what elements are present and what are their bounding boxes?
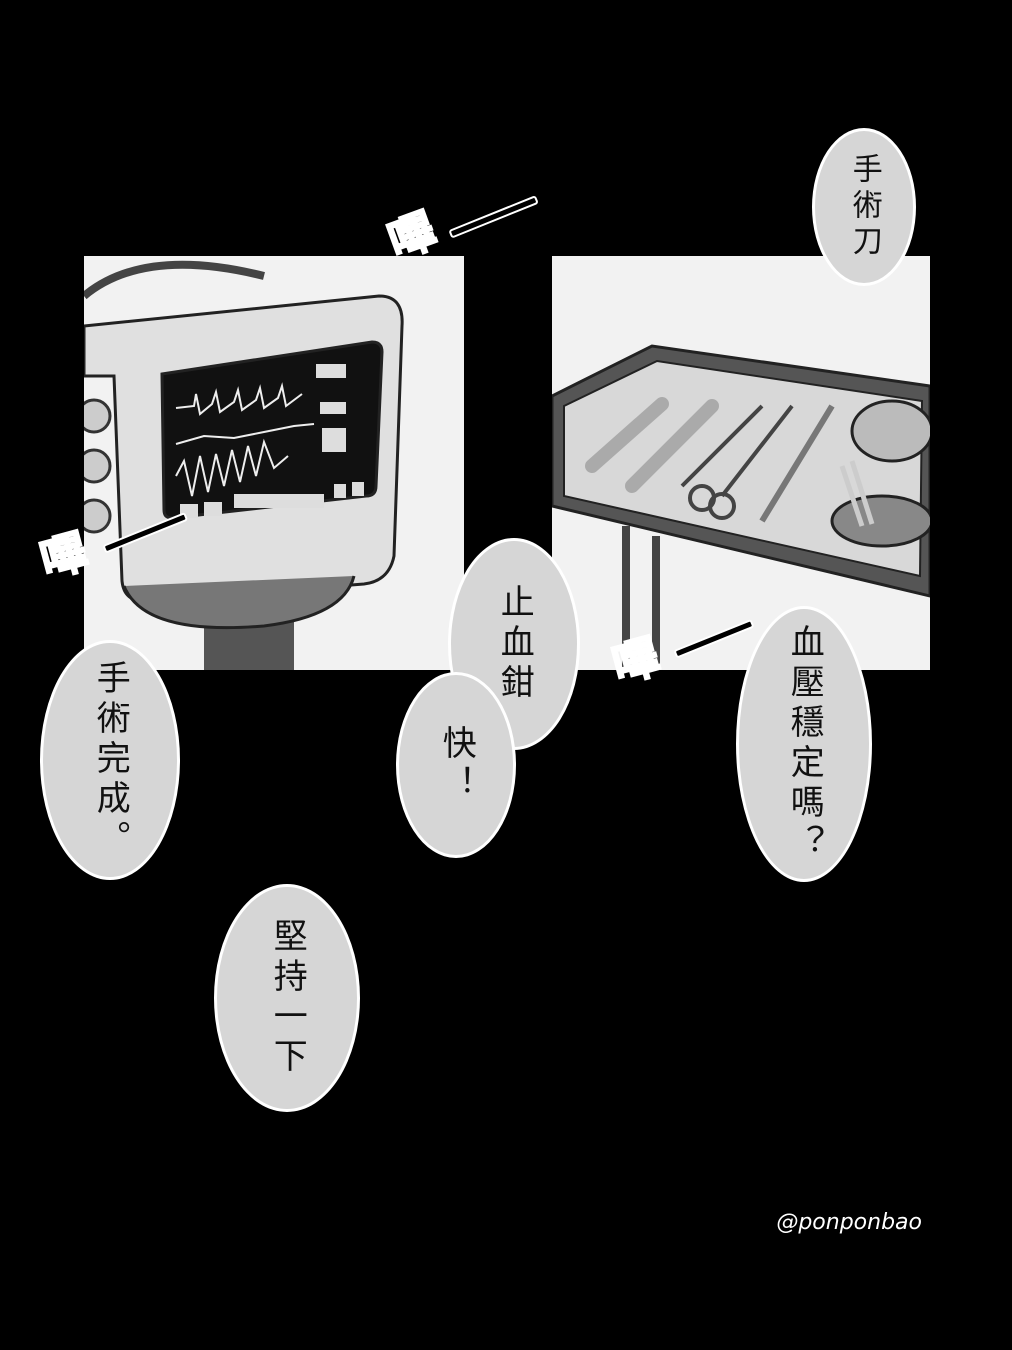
beep-line-top <box>448 195 539 239</box>
hemostat-text: 止血鉗 <box>494 584 535 704</box>
panel-instrument-tray <box>552 256 930 670</box>
speech-bubble-surgery-done: 手術完成。 <box>40 640 180 880</box>
hold-on-text: 堅持一下 <box>267 918 308 1078</box>
panel-patient-monitor <box>84 256 464 670</box>
speech-bubble-bp-stable: 血壓穩定嗎？ <box>736 606 872 882</box>
surgery-done-text: 手術完成。 <box>90 660 131 860</box>
monitor-illustration <box>84 260 404 670</box>
speech-bubble-hemostat: 止血鉗 <box>448 538 580 750</box>
artist-credit: @ponponbao <box>776 1210 922 1235</box>
speech-bubble-scalpel: 手術刀 <box>812 128 916 286</box>
speech-bubble-hurry: 快！ <box>396 672 516 858</box>
speech-bubble-hold-on: 堅持一下 <box>214 884 360 1112</box>
hurry-text: 快！ <box>436 725 477 805</box>
tray-illustration <box>552 256 930 670</box>
bp-stable-text: 血壓穩定嗎？ <box>784 624 825 864</box>
scalpel-text: 手術刀 <box>846 153 882 261</box>
